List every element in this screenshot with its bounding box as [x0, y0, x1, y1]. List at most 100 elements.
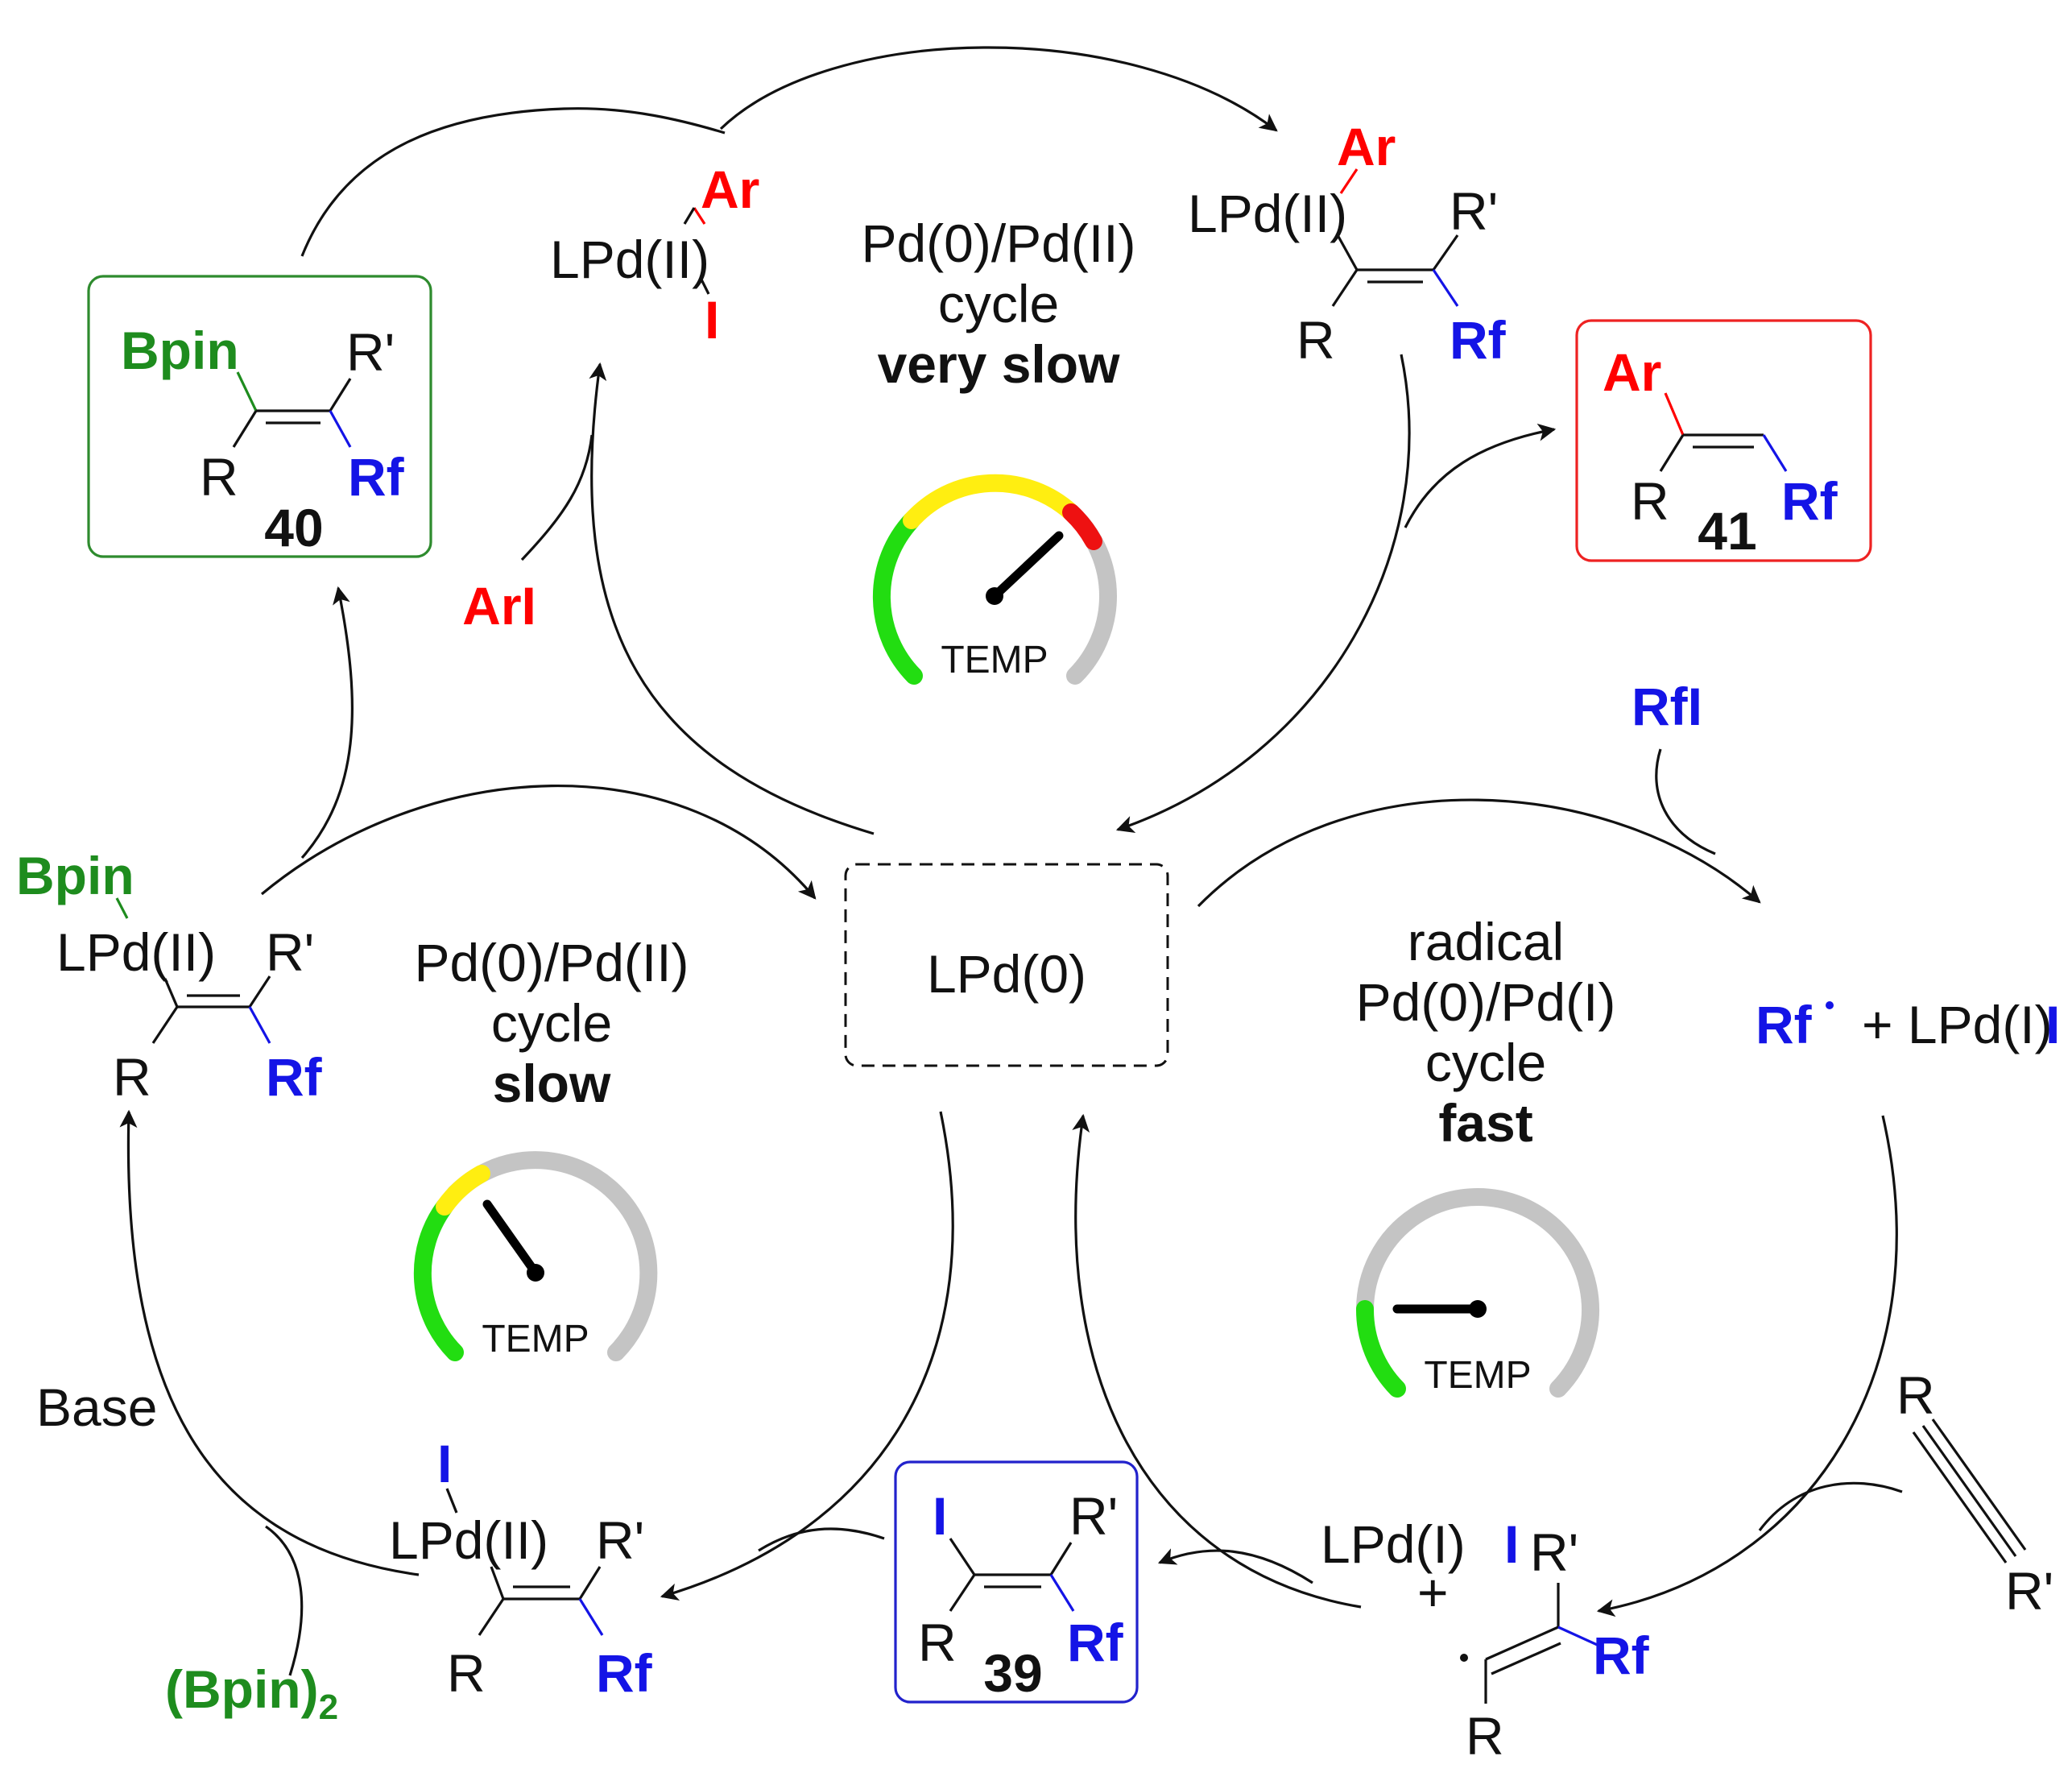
arrow-rfi-merge	[1655, 748, 1716, 855]
arrow-left-top-to-center	[260, 784, 817, 900]
vr-rf: Rf	[1593, 1626, 1650, 1685]
right-cycle-line3: cycle	[1425, 1033, 1546, 1092]
vr-rprime: R'	[1530, 1522, 1578, 1582]
gauge-left-needle	[482, 1199, 540, 1278]
gauge-left-gray	[446, 1151, 658, 1361]
p41-rf: Rf	[1781, 471, 1838, 531]
rs-plus-lpd: + LPd(I)	[1862, 995, 2053, 1054]
cycle-arrows	[119, 46, 1903, 1676]
gauge-right: TEMP	[1355, 1188, 1599, 1398]
reagent-base: Base	[36, 1377, 157, 1437]
p40-rprime: R'	[346, 322, 395, 382]
center-dashed-box	[844, 863, 1169, 1067]
p41-bond-r	[1659, 434, 1685, 472]
vr-bond-rf	[1557, 1626, 1603, 1649]
bp-i-bond	[445, 1488, 458, 1514]
rs-rf: Rf	[1756, 995, 1813, 1054]
arrow-left-up	[119, 1109, 420, 1576]
lp-rf: Rf	[266, 1047, 323, 1107]
alkyne-rprime: R'	[2005, 1561, 2053, 1621]
arrow-to-40	[300, 586, 354, 859]
top-pd-i-bond	[699, 277, 710, 295]
reagent-ari: ArI	[462, 576, 536, 636]
arrow-39-merge	[758, 1527, 885, 1552]
tr-bond-c2-rprime	[1432, 234, 1459, 271]
right-cycle-title: radical Pd(0)/Pd(I) cycle fast	[1356, 912, 1616, 1153]
gauge-left-pivot	[527, 1264, 544, 1282]
bp-i: I	[437, 1434, 452, 1493]
p39-i: I	[933, 1486, 947, 1546]
lp-bond-rf	[248, 1006, 271, 1044]
p40-bond-bpin	[236, 371, 258, 412]
gauge-top-pivot	[986, 587, 1003, 605]
p39-number: 39	[983, 1643, 1042, 1703]
top-cycle-line2: cycle	[938, 274, 1059, 333]
species-alkyne: R R'	[1896, 1365, 2053, 1621]
p40-bond-rf	[329, 410, 352, 448]
gauge-top-label: TEMP	[941, 639, 1048, 681]
rs-radical-dot	[1826, 1001, 1834, 1009]
left-cycle-line1: Pd(0)/Pd(II)	[414, 933, 689, 992]
gauge-right-label: TEMP	[1424, 1354, 1531, 1397]
species-top-right-pd: Ar LPd(II) R' R Rf	[1188, 117, 1507, 370]
arrow-right-top	[1197, 798, 1761, 908]
top-pd-ar-bond	[693, 207, 706, 225]
right-cycle-speed: fast	[1438, 1093, 1532, 1153]
reagent-rfi: RfI	[1632, 677, 1702, 736]
species-left-pd-bpin: Bpin LPd(II) R' R Rf	[16, 846, 323, 1107]
arrow-right-up-to-center	[1072, 1113, 1362, 1609]
arrow-top-right-down	[1115, 354, 1411, 833]
species-bottom-pd-i: I LPd(II) R' R Rf	[389, 1434, 653, 1703]
product-39-box	[894, 1460, 1139, 1704]
gauge-left: TEMP	[413, 1151, 658, 1361]
p39-r: R	[918, 1613, 957, 1672]
bp-rf: Rf	[596, 1643, 653, 1703]
bp-bond-pd-c1	[490, 1566, 505, 1600]
p40-number: 40	[264, 498, 323, 557]
left-cycle-line2: cycle	[491, 993, 612, 1053]
arrow-to-39	[1157, 1548, 1313, 1584]
arrow-bpin2-merge	[265, 1525, 304, 1676]
p39-rprime: R'	[1069, 1486, 1118, 1546]
bp-pd: LPd(II)	[389, 1510, 548, 1570]
product-41: Ar R Rf 41	[1575, 319, 1872, 562]
lp-r: R	[113, 1047, 151, 1107]
center-catalyst: LPd(0)	[844, 863, 1169, 1067]
gauge-top-yellow	[903, 474, 1080, 529]
product-40: Bpin R' R Rf 40	[87, 275, 432, 558]
top-cycle-title: Pd(0)/Pd(II) cycle very slow	[861, 213, 1135, 394]
tr-bond-pd-c1	[1335, 233, 1359, 271]
tr-bond-c1-r	[1331, 269, 1359, 307]
left-cycle-speed: slow	[493, 1054, 611, 1113]
tr-rprime: R'	[1450, 181, 1498, 241]
species-radical-side: Rf + LPd(I) I	[1756, 995, 2060, 1054]
arrow-top-to-ar-pd	[719, 46, 1278, 132]
species-top-pd: Ar LPd(II) I	[550, 159, 759, 350]
gauge-left-green	[413, 1198, 464, 1361]
p39-rf: Rf	[1067, 1613, 1124, 1672]
p39-bond-rprime	[1049, 1542, 1073, 1576]
center-label: LPd(0)	[927, 944, 1086, 1004]
tr-pd: LPd(II)	[1188, 184, 1347, 243]
product-41-box	[1575, 319, 1872, 562]
alkyne-bond1	[1921, 1425, 2017, 1557]
tr-r: R	[1297, 310, 1335, 370]
p41-number: 41	[1698, 501, 1756, 561]
gauge-right-pivot	[1469, 1300, 1487, 1318]
arrow-40-to-top	[300, 107, 726, 257]
tr-ar: Ar	[1337, 117, 1396, 176]
p39-bond-r	[949, 1574, 976, 1612]
bp-bond-rf	[578, 1598, 604, 1636]
arrow-alkyne-merge	[1758, 1481, 1903, 1531]
vr-radical-dot	[1460, 1654, 1468, 1662]
vr-r: R	[1466, 1706, 1504, 1766]
tr-bond-c2-rf	[1432, 269, 1459, 307]
rs-i: I	[2045, 995, 2060, 1054]
p40-rf: Rf	[348, 447, 405, 507]
bp-rprime: R'	[596, 1510, 644, 1570]
arrow-ari-merge	[520, 434, 593, 561]
right-cycle-line1: radical	[1408, 912, 1564, 971]
p39-bond-rf	[1049, 1574, 1075, 1612]
top-pd-label: LPd(II)	[550, 230, 709, 289]
